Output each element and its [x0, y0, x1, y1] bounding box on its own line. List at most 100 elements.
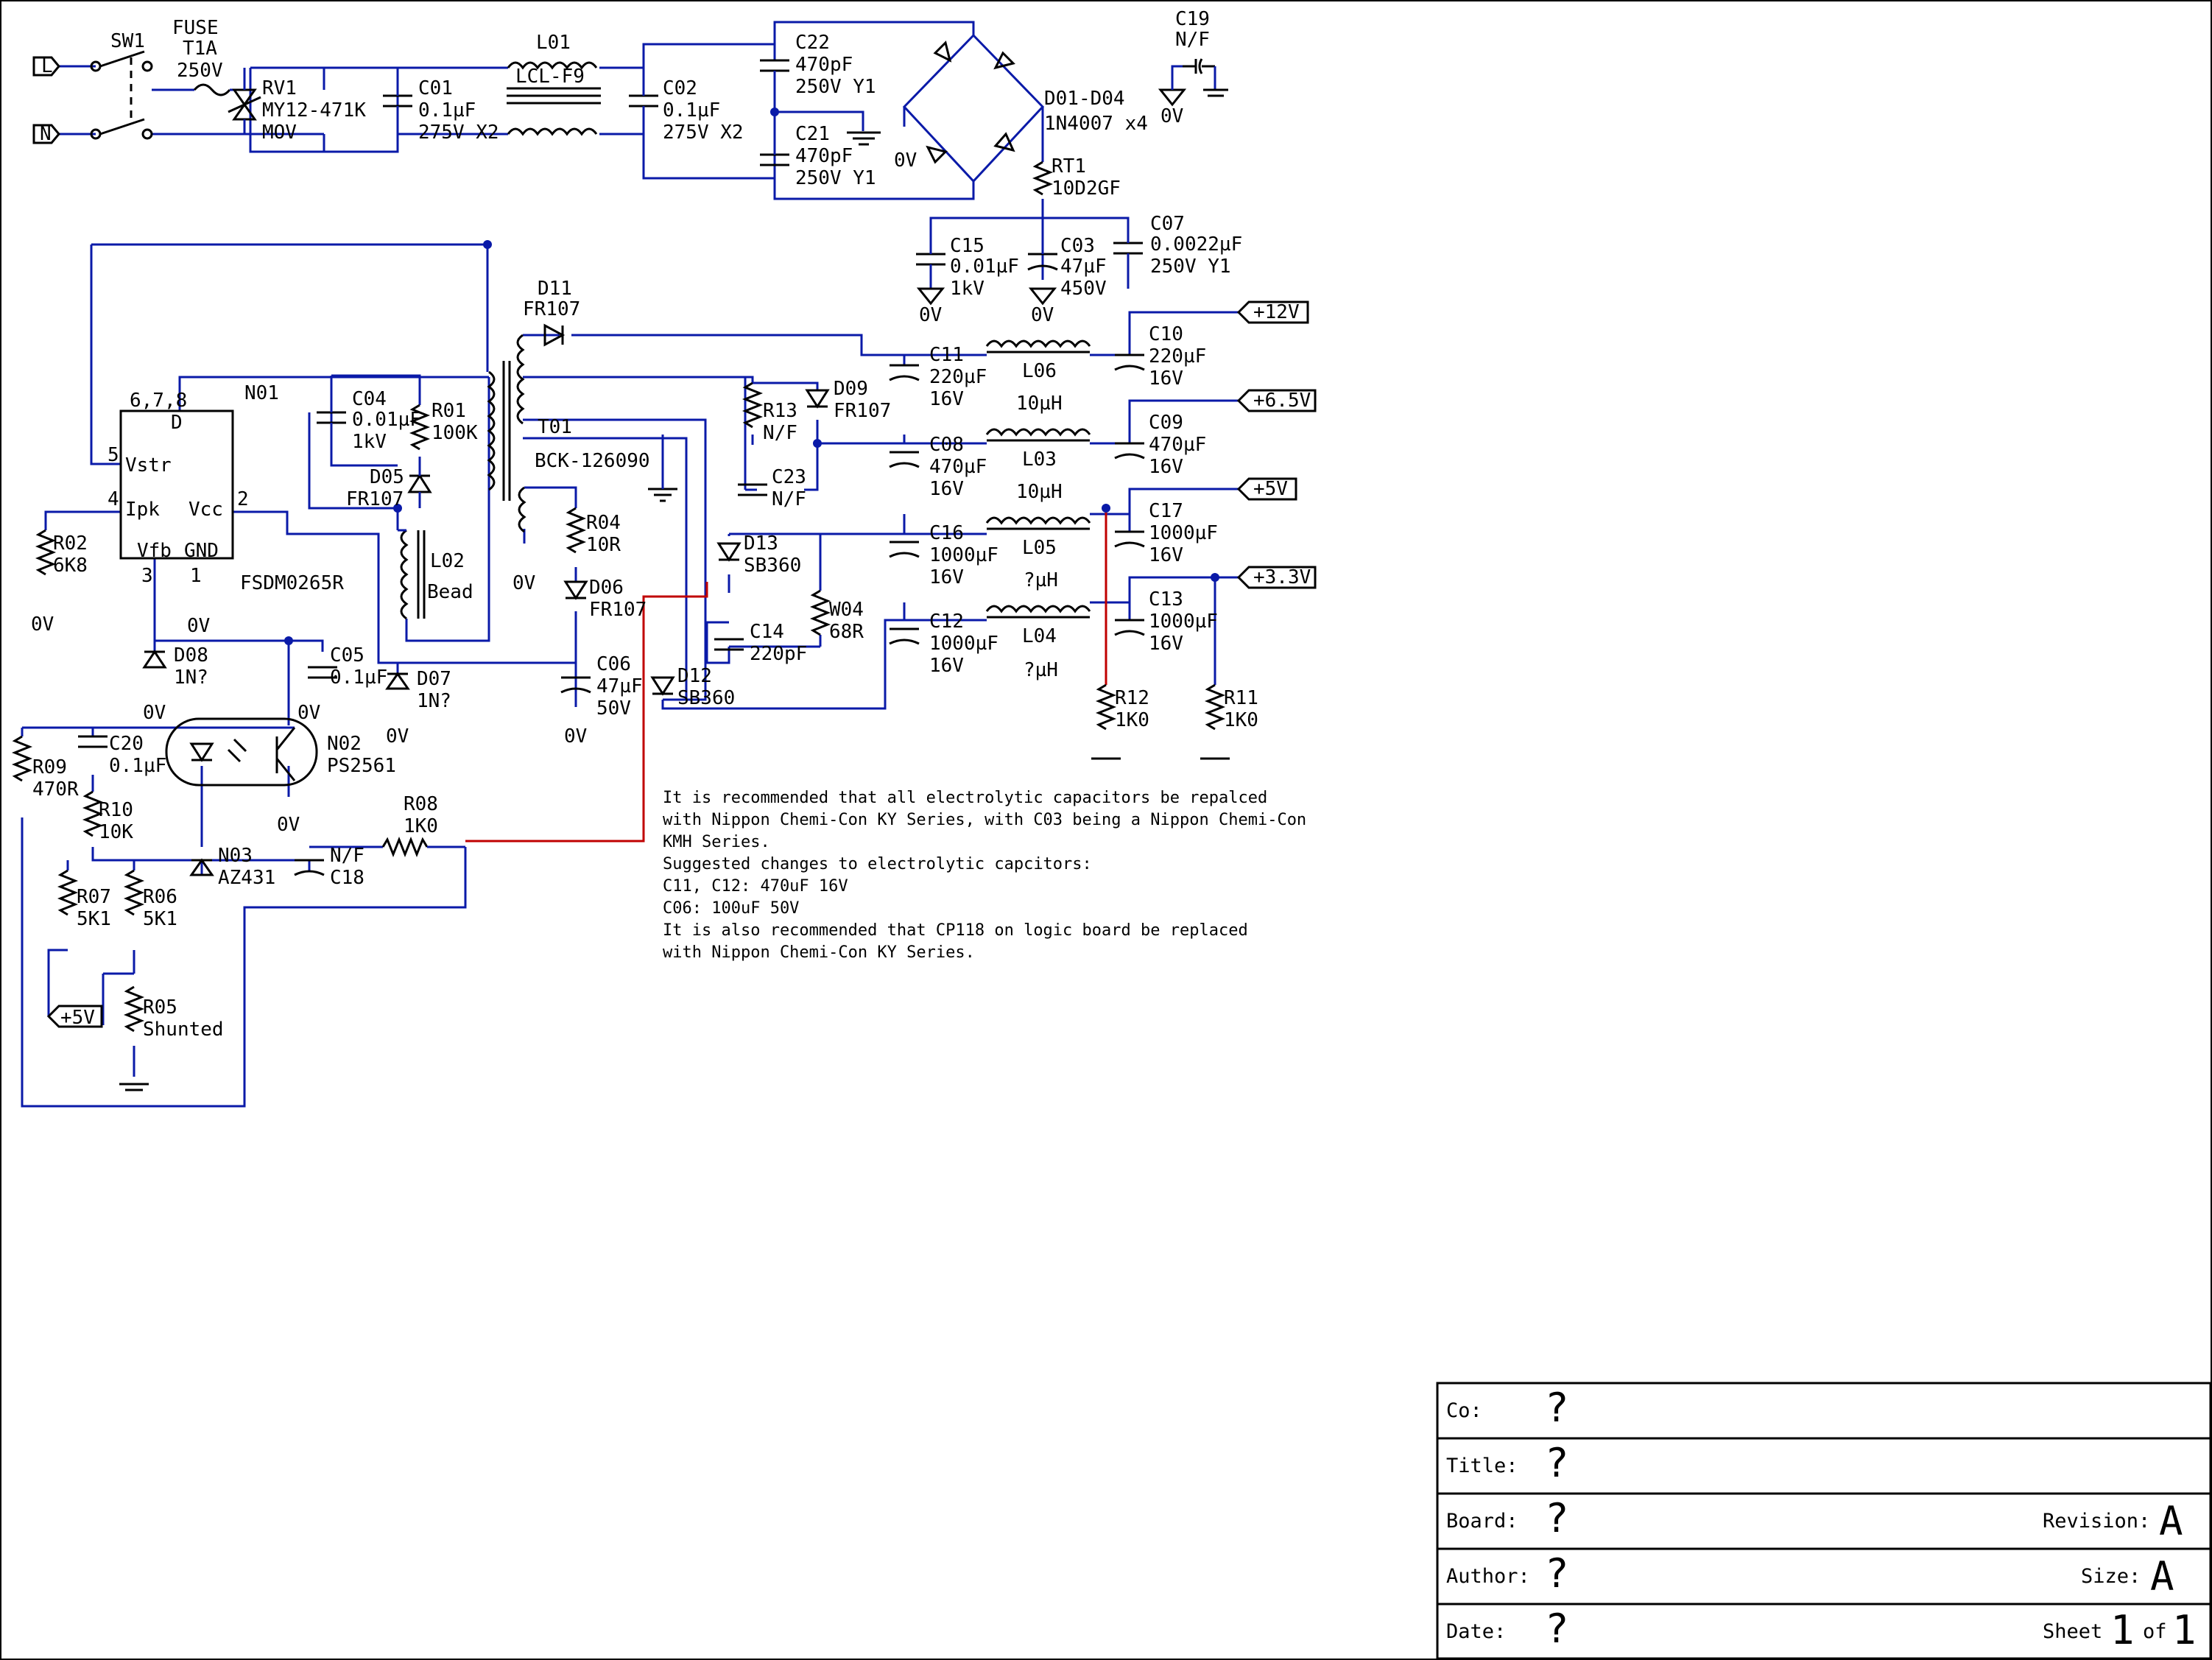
- c11-label: C11: [929, 344, 964, 366]
- n01-ipk-pin: Ipk: [125, 499, 160, 521]
- port-5v-feedback-label: +5V: [60, 1007, 95, 1029]
- rt1-value: 10D2GF: [1052, 177, 1121, 200]
- d05-value: FR107: [346, 488, 404, 510]
- d08-value: 1N?: [174, 667, 208, 689]
- n01-label: N01: [244, 382, 279, 404]
- tb-revision-value: A: [2159, 1498, 2183, 1544]
- c15-rating: 1kV: [950, 278, 985, 300]
- c13-label: C13: [1149, 588, 1183, 611]
- c08-rating: 16V: [929, 478, 964, 500]
- r11-value: 1K0: [1224, 709, 1258, 731]
- c13-value: 1000µF: [1149, 611, 1218, 633]
- r07-label: R07: [77, 886, 111, 908]
- note-line-7: It is also recommended that CP118 on log…: [663, 921, 1248, 940]
- r09-value: 470R: [32, 778, 79, 801]
- c18-value: N/F: [330, 845, 364, 867]
- junction-dots: [284, 108, 1219, 645]
- c03-0v-label: 0V: [1031, 304, 1054, 326]
- c07-rating: 250V Y1: [1150, 256, 1231, 278]
- r04-value: 10R: [586, 534, 621, 556]
- d07-value: 1N?: [417, 690, 451, 712]
- port-n: [32, 124, 60, 144]
- c02-rating: 275V X2: [663, 122, 744, 144]
- tb-co-label: Co:: [1446, 1399, 1482, 1422]
- n01-part: FSDM0265R: [240, 572, 344, 594]
- port-5v-label: +5V: [1253, 478, 1288, 500]
- rt1-label: RT1: [1052, 155, 1086, 177]
- r10-value: 10K: [99, 821, 133, 843]
- tb-title-label: Title:: [1446, 1455, 1518, 1477]
- bridge-0v-label: 0V: [894, 150, 917, 172]
- r02-value: 6K8: [53, 555, 88, 577]
- c17-value: 1000µF: [1149, 522, 1218, 544]
- c19-label: C19: [1175, 8, 1210, 30]
- r12-value: 1K0: [1115, 709, 1149, 731]
- note-line-8: with Nippon Chemi-Con KY Series.: [663, 943, 975, 962]
- c18-label: C18: [330, 867, 364, 889]
- l02-value: Bead: [427, 581, 473, 603]
- c06-0v-label: 0V: [564, 725, 587, 748]
- port-6v5-label: +6.5V: [1253, 390, 1311, 412]
- c15-value: 0.01µF: [950, 256, 1019, 278]
- c01-rating: 275V X2: [418, 122, 499, 144]
- fuse-rating-label: T1A: [183, 38, 217, 60]
- r06-label: R06: [143, 886, 177, 908]
- c07-value: 0.0022µF: [1150, 233, 1242, 256]
- d07-0v-label: 0V: [386, 725, 409, 748]
- n01-d-pin: D: [171, 412, 183, 434]
- n01-vcc-pin: Vcc: [189, 499, 223, 521]
- l06-label: L06: [1022, 360, 1057, 382]
- c01-value: 0.1µF: [418, 99, 476, 122]
- note-line-4: Suggested changes to electrolytic capcit…: [663, 855, 1092, 873]
- d12-value: SB360: [677, 687, 735, 709]
- t01-value: BCK-126090: [535, 450, 650, 472]
- n02-0v-label: 0V: [277, 814, 300, 836]
- c16-rating: 16V: [929, 566, 964, 588]
- r09-label: R09: [32, 756, 67, 778]
- r13-value: N/F: [763, 422, 797, 444]
- l05-label: L05: [1022, 537, 1057, 559]
- c19-value: N/F: [1175, 29, 1210, 51]
- c10-value: 220µF: [1149, 345, 1206, 367]
- r13-label: R13: [763, 400, 797, 422]
- r08-value: 1K0: [404, 815, 438, 837]
- n01-vfb-pin: Vfb: [137, 540, 172, 562]
- tb-author-label: Author:: [1446, 1565, 1530, 1588]
- l05-value: 10µH: [1016, 481, 1063, 503]
- c09-rating: 16V: [1149, 456, 1183, 478]
- c14-label: C14: [750, 621, 784, 643]
- c21-rating: 250V Y1: [795, 167, 876, 189]
- d05-label: D05: [370, 466, 404, 488]
- n01-gnd-pin: GND: [184, 540, 219, 562]
- note-line-6: C06: 100uF 50V: [663, 899, 799, 918]
- c16-value: 1000µF: [929, 544, 998, 566]
- t01-label: T01: [538, 416, 572, 438]
- c22-label: C22: [795, 32, 830, 54]
- n01-gnd-0v: 0V: [187, 615, 210, 637]
- d08-0v-label: 0V: [143, 702, 166, 724]
- tb-co-value: ?: [1545, 1385, 1569, 1431]
- d01-label: D01-D04: [1044, 88, 1125, 110]
- port-3v3-label: +3.3V: [1253, 566, 1311, 588]
- rv1-label: RV1: [262, 77, 297, 99]
- rv1-type: MOV: [262, 122, 297, 144]
- port-12v-label: +12V: [1253, 301, 1300, 323]
- tb-size-label: Size:: [2081, 1565, 2141, 1588]
- r08-label: R08: [404, 793, 438, 815]
- c13-rating: 16V: [1149, 633, 1183, 655]
- c11-value: 220µF: [929, 366, 987, 388]
- d11-label: D11: [538, 278, 572, 300]
- c17-label: C17: [1149, 500, 1183, 522]
- c04-value: 0.01µF: [352, 409, 421, 431]
- w04-value: 68R: [829, 621, 864, 643]
- pin-1: 1: [190, 565, 202, 587]
- tb-sheet-label: Sheet: [2043, 1620, 2102, 1643]
- r06-value: 5K1: [143, 908, 177, 930]
- c06-rating: 50V: [596, 697, 631, 720]
- inductor-outputs: [985, 340, 1091, 619]
- c05-label: C05: [330, 644, 364, 667]
- c15-0v-label: 0V: [919, 304, 942, 326]
- c23-value: N/F: [772, 488, 806, 510]
- r11-label: R11: [1224, 687, 1258, 709]
- c22-rating: 250V Y1: [795, 76, 876, 98]
